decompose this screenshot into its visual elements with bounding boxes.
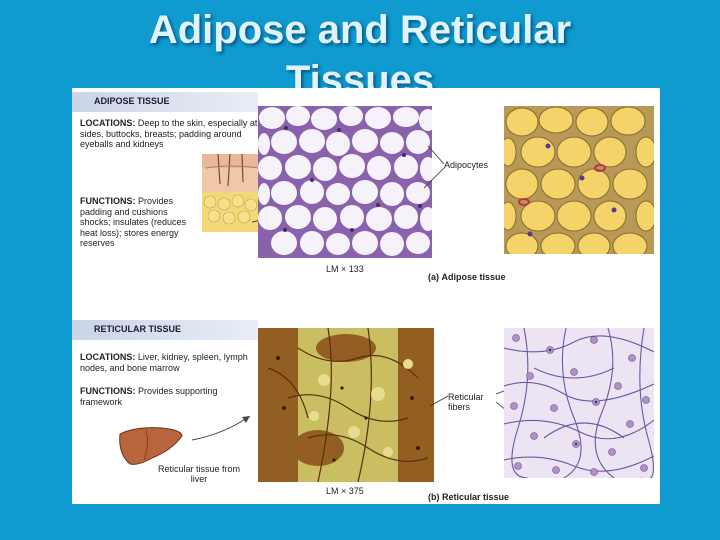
reticular-functions-label: FUNCTIONS: [80, 386, 136, 396]
reticular-caption: (b) Reticular tissue [428, 492, 509, 502]
slide-title: Adipose and Reticular Tissues [0, 0, 720, 88]
adipose-header: ADIPOSE TISSUE [72, 92, 258, 112]
reticular-locations-text: Liver, kidney, spleen, lymph nodes, and … [80, 352, 248, 373]
adipose-functions-text: Provides padding and cushions shocks; in… [80, 196, 187, 248]
adipose-caption-letter: (a) [428, 272, 439, 282]
reticular-magnification: LM × 375 [326, 486, 364, 496]
skin-section-illustration [202, 154, 258, 232]
reticular-locations: LOCATIONS: Liver, kidney, spleen, lymph … [80, 352, 260, 373]
slide-title-line-2: Tissues [285, 58, 435, 88]
reticular-panel: RETICULAR TISSUE LOCATIONS: Liver, kidne… [72, 316, 660, 504]
textbook-figure: ADIPOSE TISSUE LOCATIONS: Deep to the sk… [72, 88, 660, 504]
reticular-functions-text: Provides supporting framework [80, 386, 218, 407]
adipocytes-callout: Adipocytes [444, 160, 489, 170]
adipose-header-label: ADIPOSE TISSUE [94, 96, 170, 106]
liver-illustration [116, 424, 186, 468]
adipose-locations-text: Deep to the skin, especially at sides, b… [80, 118, 258, 149]
adipose-magnification: LM × 133 [326, 264, 364, 274]
adipose-caption-text: Adipose tissue [441, 272, 506, 282]
reticular-functions: FUNCTIONS: Provides supporting framework [80, 386, 260, 407]
adipose-caption: (a) Adipose tissue [428, 272, 506, 282]
adipose-locations: LOCATIONS: Deep to the skin, especially … [80, 118, 260, 150]
slide-title-line-1: Adipose and Reticular [148, 8, 572, 52]
liver-label: Reticular tissue from liver [157, 464, 241, 484]
reticular-header-label: RETICULAR TISSUE [94, 324, 182, 334]
reticular-locations-label: LOCATIONS: [80, 352, 136, 362]
adipose-functions-label: FUNCTIONS: [80, 196, 136, 206]
reticular-header: RETICULAR TISSUE [72, 320, 258, 340]
adipose-functions: FUNCTIONS: Provides padding and cushions… [80, 196, 195, 249]
reticular-illustration [504, 328, 654, 478]
adipose-illustration [504, 106, 654, 254]
liver-zoom-arrow [191, 415, 251, 441]
reticular-caption-text: Reticular tissue [442, 492, 510, 502]
reticular-fibers-callout: Reticular fibers [448, 392, 484, 412]
adipose-panel: ADIPOSE TISSUE LOCATIONS: Deep to the sk… [72, 88, 660, 308]
adipose-locations-label: LOCATIONS: [80, 118, 136, 128]
reticular-micrograph [258, 328, 434, 482]
adipose-micrograph [258, 106, 432, 258]
reticular-caption-letter: (b) [428, 492, 440, 502]
